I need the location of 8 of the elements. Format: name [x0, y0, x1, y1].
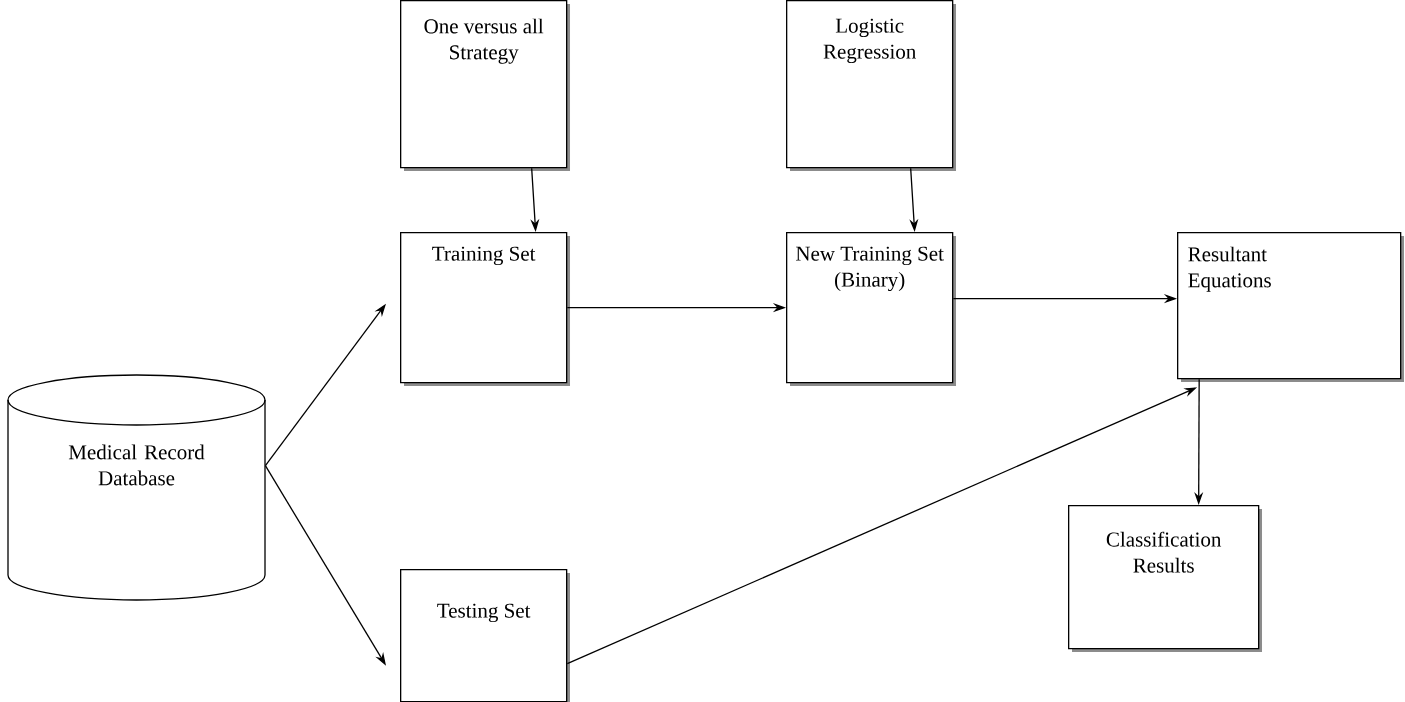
process-box: Classification Results	[1068, 505, 1262, 652]
process-box: Testing Set	[400, 569, 570, 702]
process-box: New Training Set (Binary)	[786, 232, 956, 386]
process-box: Training Set	[400, 232, 570, 386]
process-box: One versus all Strategy	[400, 0, 570, 171]
process-box: Resultant Equations	[1177, 232, 1404, 382]
database-cylinder: Medical Record Database	[7, 374, 266, 601]
process-box: Logistic Regression	[786, 0, 956, 171]
